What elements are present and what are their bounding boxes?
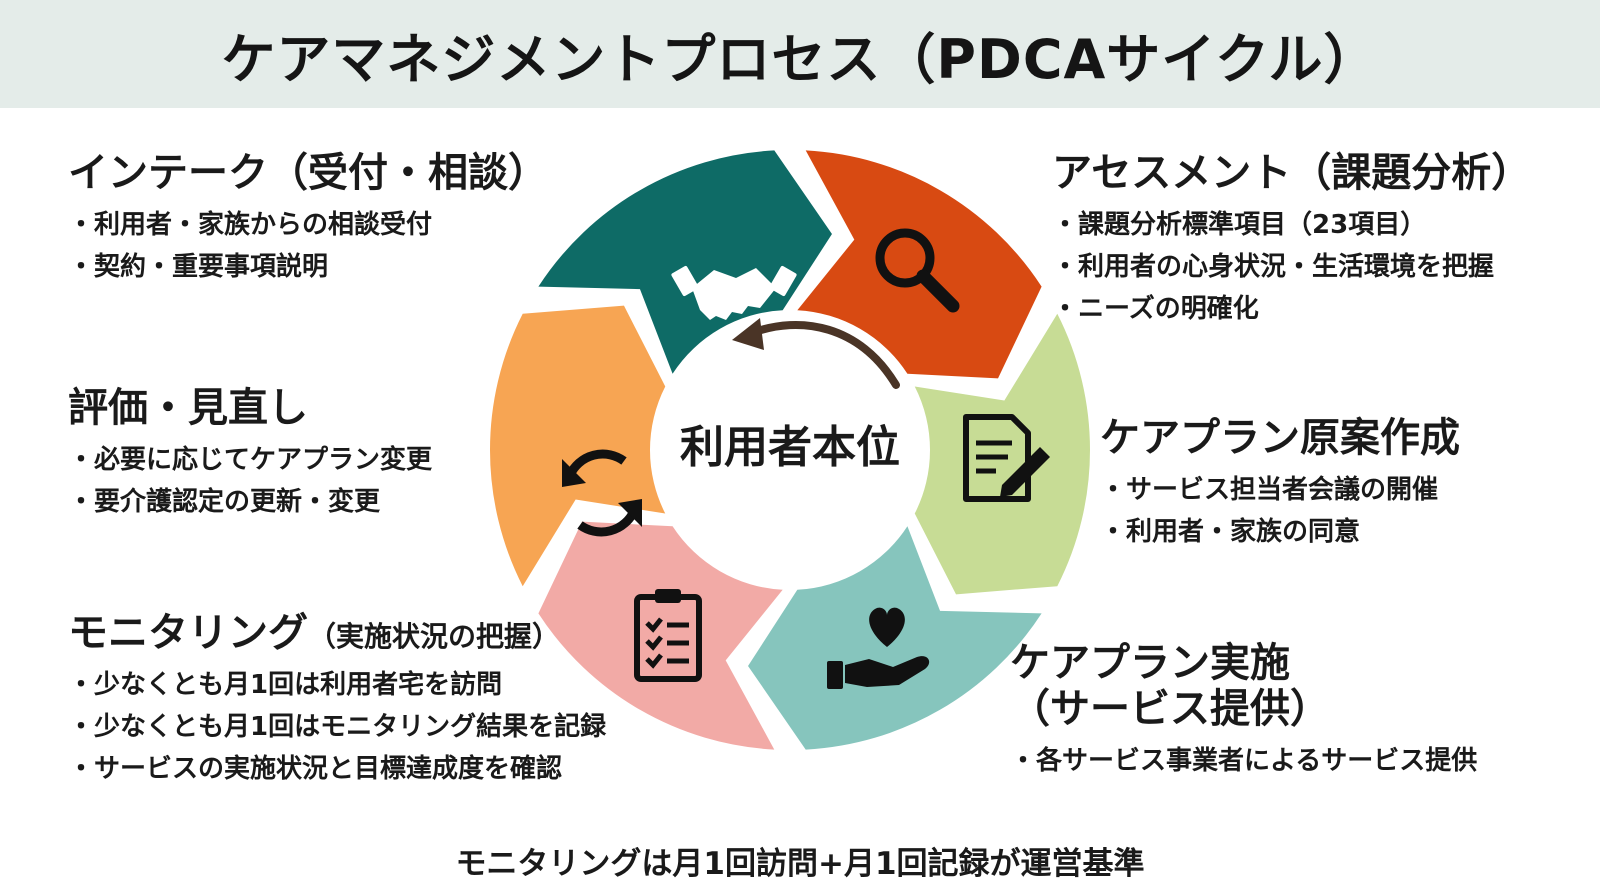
intake-title: インテーク（受付・相談） bbox=[68, 150, 548, 196]
intake-bullet: 契約・重要事項説明 bbox=[68, 246, 548, 288]
implementation-block: ケアプラン実施 （サービス提供） 各サービス事業者によるサービス提供 bbox=[1010, 640, 1477, 782]
evaluation-title: 評価・見直し bbox=[68, 385, 308, 431]
footer-note: モニタリングは月1回訪問+月1回記録が運営基準 bbox=[455, 846, 1145, 882]
monitoring-bullet: 少なくとも月1回はモニタリング結果を記録 bbox=[68, 706, 606, 748]
counterclockwise-arrow bbox=[748, 320, 900, 389]
assessment-bullet: 課題分析標準項目（23項目） bbox=[1052, 204, 1531, 246]
implementation-bullet: 各サービス事業者によるサービス提供 bbox=[1010, 740, 1477, 782]
magnifier-icon bbox=[875, 228, 960, 313]
implementation-bullets: 各サービス事業者によるサービス提供 bbox=[1010, 740, 1477, 782]
assessment-bullet: 利用者の心身状況・生活環境を把握 bbox=[1052, 246, 1531, 288]
heart-hand-icon bbox=[827, 607, 930, 689]
intake-bullet: 利用者・家族からの相談受付 bbox=[68, 204, 548, 246]
checklist-icon bbox=[634, 589, 702, 682]
monitoring-segment bbox=[538, 521, 783, 750]
evaluation-bullets: 必要に応じてケアプラン変更 要介護認定の更新・変更 bbox=[68, 439, 432, 523]
plan-segment bbox=[914, 313, 1090, 595]
title-bar: ケアマネジメントプロセス（PDCAサイクル） bbox=[0, 0, 1600, 108]
intake-bullets: 利用者・家族からの相談受付 契約・重要事項説明 bbox=[68, 204, 548, 288]
assessment-segment bbox=[797, 150, 1042, 379]
arrow-head bbox=[732, 318, 764, 350]
intake-segment bbox=[538, 150, 832, 374]
monitoring-title-sub: （実施状況の把握） bbox=[308, 620, 561, 653]
evaluation-bullet: 要介護認定の更新・変更 bbox=[68, 481, 432, 523]
monitoring-title: モニタリング（実施状況の把握） bbox=[68, 610, 606, 656]
assessment-title: アセスメント（課題分析） bbox=[1052, 150, 1532, 196]
evaluation-block: 評価・見直し 必要に応じてケアプラン変更 要介護認定の更新・変更 bbox=[68, 385, 432, 523]
plan-bullet: 利用者・家族の同意 bbox=[1100, 511, 1460, 553]
assessment-block: アセスメント（課題分析） 課題分析標準項目（23項目） 利用者の心身状況・生活環… bbox=[1052, 150, 1531, 330]
refresh-icon bbox=[562, 449, 642, 537]
monitoring-block: モニタリング（実施状況の把握） 少なくとも月1回は利用者宅を訪問 少なくとも月1… bbox=[68, 610, 606, 790]
plan-bullets: サービス担当者会議の開催 利用者・家族の同意 bbox=[1100, 469, 1460, 553]
implementation-title-line1: ケアプラン実施 bbox=[1010, 640, 1290, 686]
handshake-icon bbox=[671, 265, 797, 320]
monitoring-bullets: 少なくとも月1回は利用者宅を訪問 少なくとも月1回はモニタリング結果を記録 サー… bbox=[68, 664, 606, 790]
page-title: ケアマネジメントプロセス（PDCAサイクル） bbox=[221, 27, 1379, 91]
plan-bullet: サービス担当者会議の開催 bbox=[1100, 469, 1460, 511]
pdca-cycle-diagram: 利用者本位 bbox=[490, 150, 1090, 750]
monitoring-title-main: モニタリング bbox=[68, 610, 308, 656]
document-pen-icon bbox=[963, 414, 1050, 502]
evaluation-bullet: 必要に応じてケアプラン変更 bbox=[68, 439, 432, 481]
evaluation-segment bbox=[490, 305, 666, 587]
plan-title: ケアプラン原案作成 bbox=[1100, 415, 1460, 461]
assessment-bullets: 課題分析標準項目（23項目） 利用者の心身状況・生活環境を把握 ニーズの明確化 bbox=[1052, 204, 1531, 330]
center-label: 利用者本位 bbox=[680, 422, 900, 473]
monitoring-bullet: 少なくとも月1回は利用者宅を訪問 bbox=[68, 664, 606, 706]
monitoring-bullet: サービスの実施状況と目標達成度を確認 bbox=[68, 748, 606, 790]
assessment-bullet: ニーズの明確化 bbox=[1052, 288, 1531, 330]
plan-block: ケアプラン原案作成 サービス担当者会議の開催 利用者・家族の同意 bbox=[1100, 415, 1460, 553]
intake-block: インテーク（受付・相談） 利用者・家族からの相談受付 契約・重要事項説明 bbox=[68, 150, 548, 288]
implementation-title-line2: （サービス提供） bbox=[1010, 686, 1330, 732]
